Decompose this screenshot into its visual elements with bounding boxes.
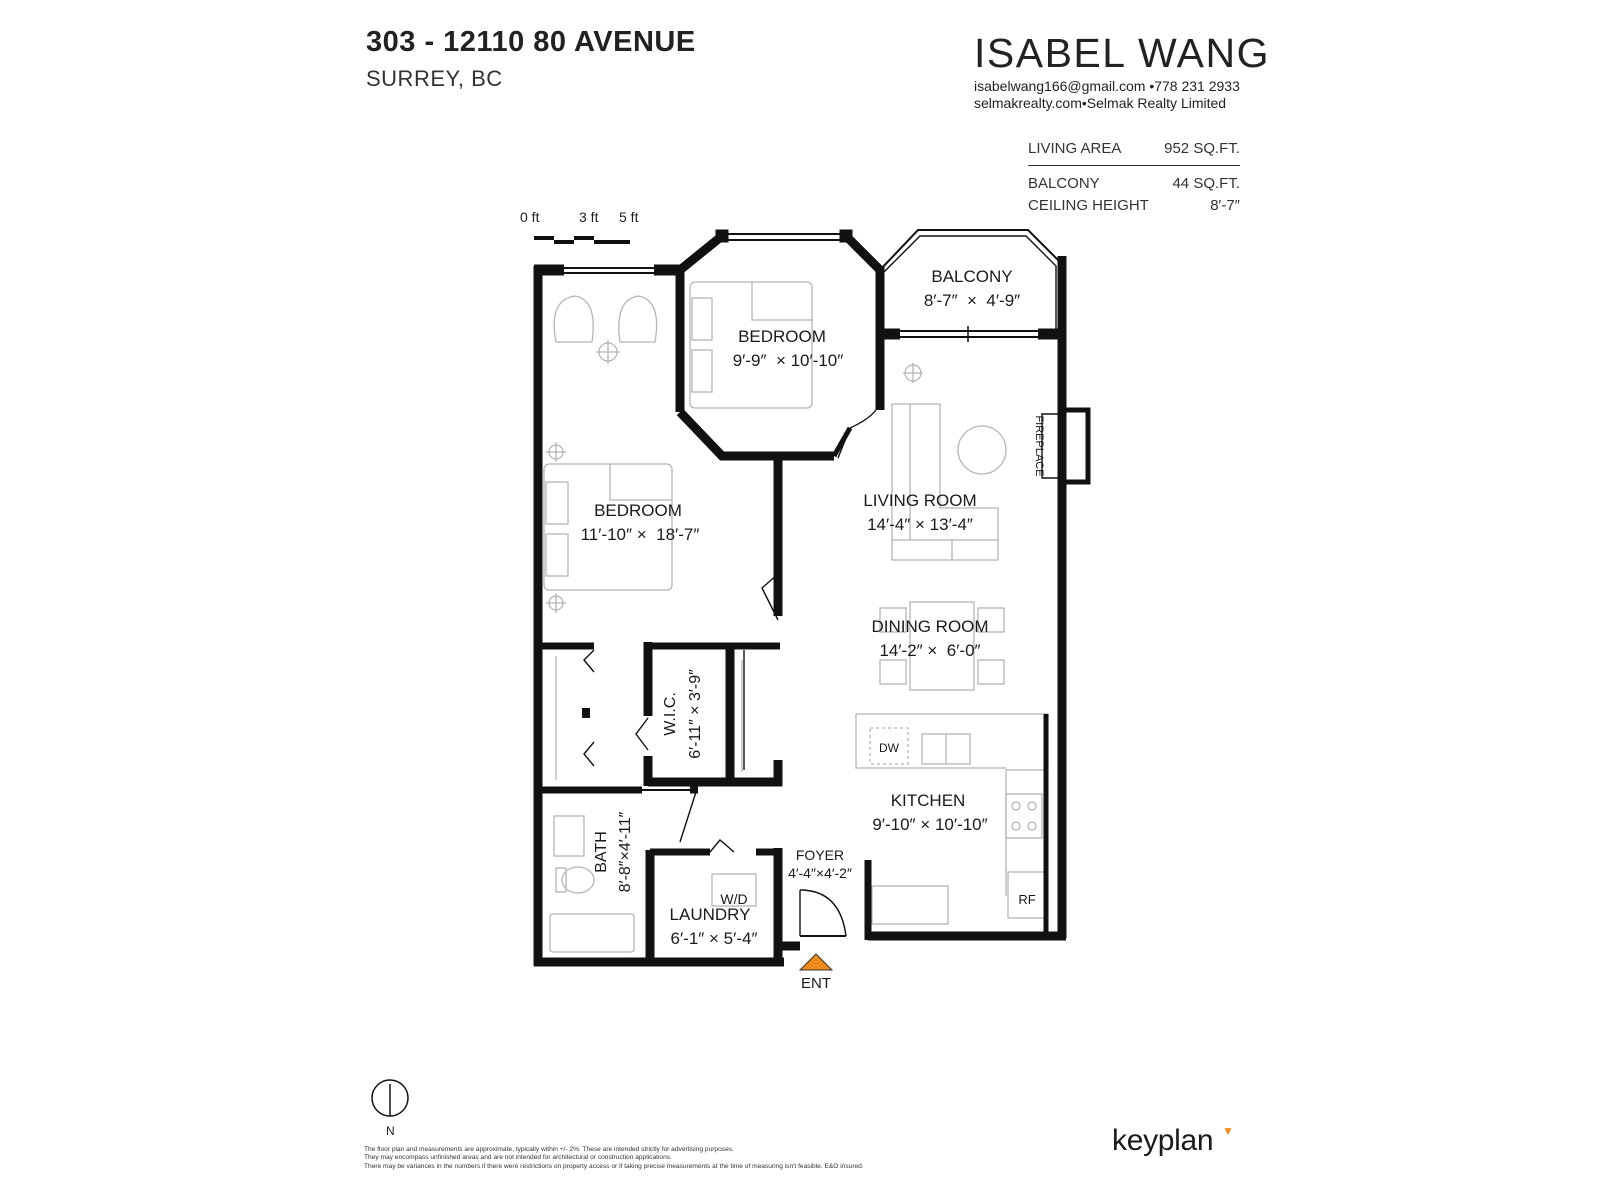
balcony-name: BALCONY [931,267,1012,286]
agent-website: selmakrealty.com [974,95,1082,111]
agent-company-line: selmakrealty.com•Selmak Realty Limited [974,95,1226,111]
dining-room-dims: 14′-2″ × 6′-0″ [879,641,980,660]
agent-contact-line: isabelwang166@gmail.com •778 231 2933 [974,78,1240,94]
balcony-row: BALCONY 44 SQ.FT. [1028,175,1240,192]
bedroom-top-name: BEDROOM [738,327,826,346]
dining-room-name: DINING ROOM [871,617,988,636]
fireplace-label: FIREPLACE [1033,415,1045,476]
company-separator: • [1081,95,1087,111]
laundry-dims: 6′-1″ × 5′-4″ [671,929,758,948]
scale-label-5: 5 ft [619,209,639,225]
foyer-dims: 4′-4″×4′-2″ [788,865,852,881]
wic-dims: 6′-11″ × 3′-9″ [687,669,704,759]
keyplan-logo: keyplan [1112,1124,1214,1157]
bedroom-main-name: BEDROOM [594,501,682,520]
ceiling-row: CEILING HEIGHT 8′-7″ [1028,197,1240,214]
dishwasher-label: DW [879,741,900,755]
bath-dims: 8′-8″×4′-11″ [617,811,634,892]
agent-email: isabelwang166@gmail.com [974,78,1146,94]
living-area-row: LIVING AREA 952 SQ.FT. [1028,140,1240,157]
scale-label-3: 3 ft [579,209,599,225]
bedroom-top-dims: 9′-9″ × 10′-10″ [733,351,844,370]
walls [533,229,1091,967]
laundry-name: LAUNDRY [670,905,751,924]
kitchen-dims: 9′-10″ × 10′-10″ [872,815,987,834]
agent-brokerage: Selmak Realty Limited [1086,95,1227,111]
disclaimer: The floor plan and measurements are appr… [364,1146,984,1171]
fridge-label: RF [1018,892,1035,907]
bedroom-main-dims: 11′-10″ × 18′-7″ [581,525,700,544]
doors [583,409,877,937]
property-address: 303 - 12110 80 AVENUE [366,26,696,58]
furniture [543,281,1049,953]
living-room-dims: 14′-4″ × 13′-4″ [867,515,973,534]
agent-name: ISABEL WANG [974,30,1270,76]
north-label: N [386,1124,395,1138]
stats-divider [1028,165,1240,166]
disclaimer-line-3: There may be variances in the numbers if… [364,1162,864,1170]
balcony-area-value: 44 SQ.FT. [1172,175,1240,192]
scale-label-0: 0 ft [520,209,540,225]
north-arrow [371,1079,409,1117]
ceiling-height-value: 8′-7″ [1210,197,1240,214]
agent-phone: 778 231 2933 [1154,78,1240,94]
entry-marker [798,953,834,971]
logo-fox-icon: ▼ [1222,1124,1234,1138]
property-city: SURREY, BC [366,66,503,91]
scale-bar [534,236,630,244]
entry-label: ENT [801,975,831,992]
living-area-value: 952 SQ.FT. [1164,140,1240,157]
kitchen-name: KITCHEN [891,791,966,810]
contact-separator: • [1149,78,1155,94]
bath-name: BATH [593,831,610,872]
living-area-label: LIVING AREA [1028,140,1122,157]
balcony-area-label: BALCONY [1028,175,1100,192]
ceiling-height-label: CEILING HEIGHT [1028,197,1149,214]
washer-dryer-label: W/D [720,891,747,907]
disclaimer-line-1: The floor plan and measurements are appr… [364,1146,734,1153]
wic-name: W.I.C. [662,692,679,736]
disclaimer-line-2: They may encompass unfinished areas and … [364,1154,672,1162]
balcony-dims: 8′-7″ × 4′-9″ [924,291,1020,310]
living-room-name: LIVING ROOM [863,491,976,510]
foyer-name: FOYER [796,847,844,863]
